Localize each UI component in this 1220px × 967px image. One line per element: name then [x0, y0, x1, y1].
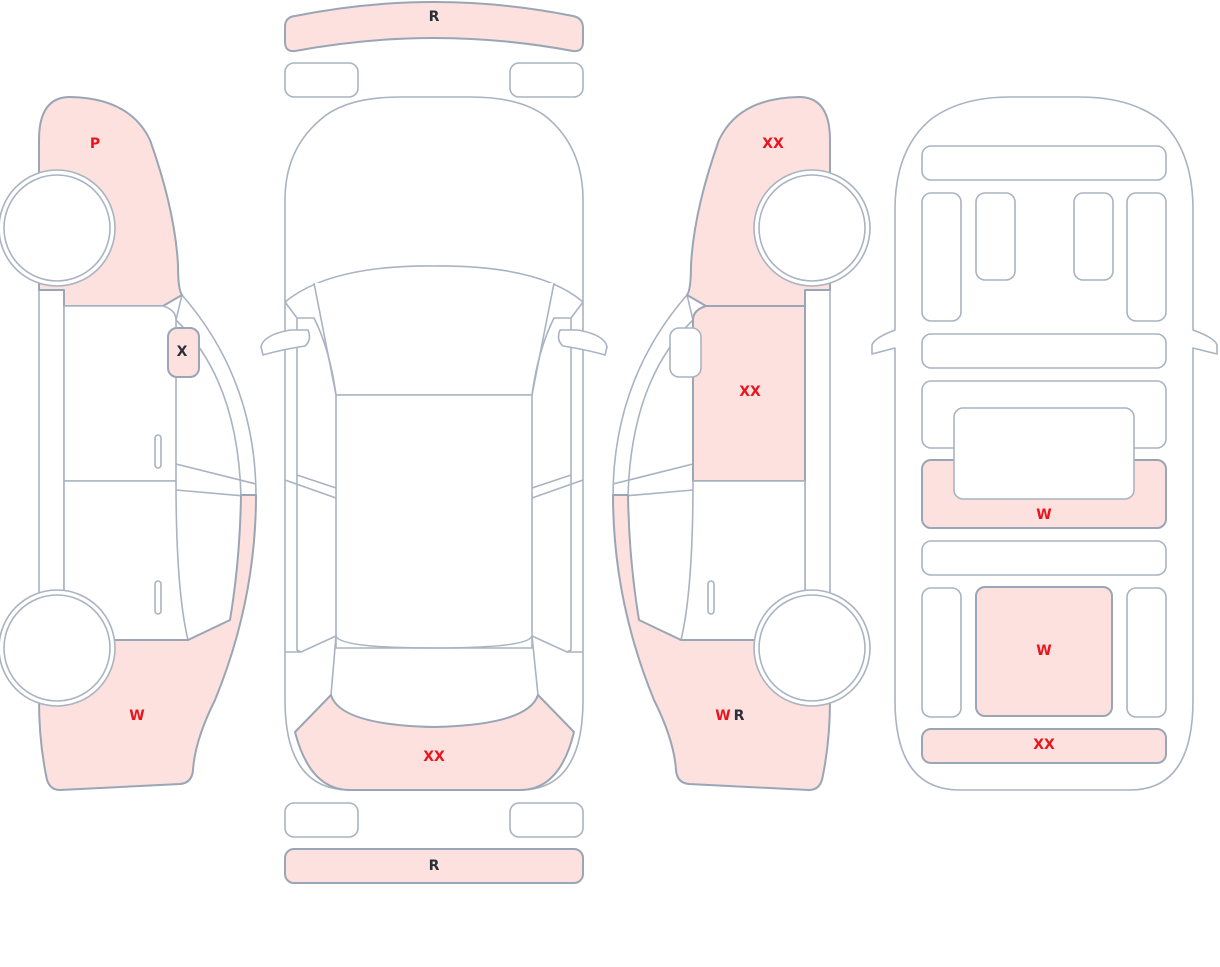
damage-code: R: [734, 708, 745, 724]
front-bumper[interactable]: [284, 1, 584, 53]
rear-left-light[interactable]: [284, 802, 359, 838]
rear-left-panel[interactable]: [921, 587, 962, 718]
cross-member-rear[interactable]: [921, 540, 1167, 576]
left-front-wheel[interactable]: [0, 169, 116, 287]
floor-rear-center[interactable]: [975, 586, 1113, 717]
front-left-light[interactable]: [284, 62, 359, 98]
left-front-door[interactable]: [63, 305, 177, 482]
front-right-panel[interactable]: [1126, 192, 1167, 322]
right-mirror[interactable]: [669, 327, 702, 378]
left-rear-quarter[interactable]: [38, 494, 257, 791]
damage-code: P: [90, 136, 100, 152]
floor-rear[interactable]: [921, 728, 1167, 764]
damage-code: XX: [739, 384, 761, 400]
trunk[interactable]: [294, 694, 575, 791]
left-sill[interactable]: [38, 284, 65, 596]
damage-code: W: [715, 708, 730, 724]
rear-bumper[interactable]: [284, 848, 584, 884]
right-mirror-top[interactable]: [557, 329, 608, 356]
interior-view: [871, 96, 1218, 791]
rear-right-panel[interactable]: [1126, 587, 1167, 718]
roof[interactable]: [335, 394, 533, 649]
right-rear-wheel[interactable]: [753, 589, 871, 707]
passenger-seat[interactable]: [1073, 192, 1114, 281]
damage-code: W: [1036, 507, 1051, 523]
damage-code: X: [177, 344, 188, 360]
dashboard[interactable]: [921, 145, 1167, 181]
driver-seat[interactable]: [975, 192, 1016, 281]
door-handle-icon: [154, 580, 162, 615]
right-front-door[interactable]: [692, 305, 806, 482]
front-left-panel[interactable]: [921, 192, 962, 322]
damage-code: XX: [762, 136, 784, 152]
windshield[interactable]: [313, 282, 555, 396]
left-mirror-top[interactable]: [260, 329, 311, 356]
door-handle-icon: [707, 580, 715, 615]
right-side-view: [612, 96, 871, 791]
right-rear-quarter[interactable]: [612, 494, 831, 791]
right-front-wheel[interactable]: [753, 169, 871, 287]
damage-code: XX: [1033, 737, 1055, 753]
damage-code: W: [129, 708, 144, 724]
damage-code: R: [429, 9, 440, 25]
front-right-light[interactable]: [509, 62, 584, 98]
left-mirror[interactable]: [167, 327, 200, 378]
damage-code: R: [429, 858, 440, 874]
rear-right-light[interactable]: [509, 802, 584, 838]
left-rear-wheel[interactable]: [0, 589, 116, 707]
damage-code: XX: [423, 749, 445, 765]
left-side-view: [0, 96, 257, 791]
door-handle-icon: [154, 434, 162, 469]
damage-code: W: [1036, 643, 1051, 659]
top-view: [260, 1, 608, 884]
console[interactable]: [953, 407, 1135, 500]
cross-member-front[interactable]: [921, 333, 1167, 369]
right-sill[interactable]: [804, 284, 831, 596]
